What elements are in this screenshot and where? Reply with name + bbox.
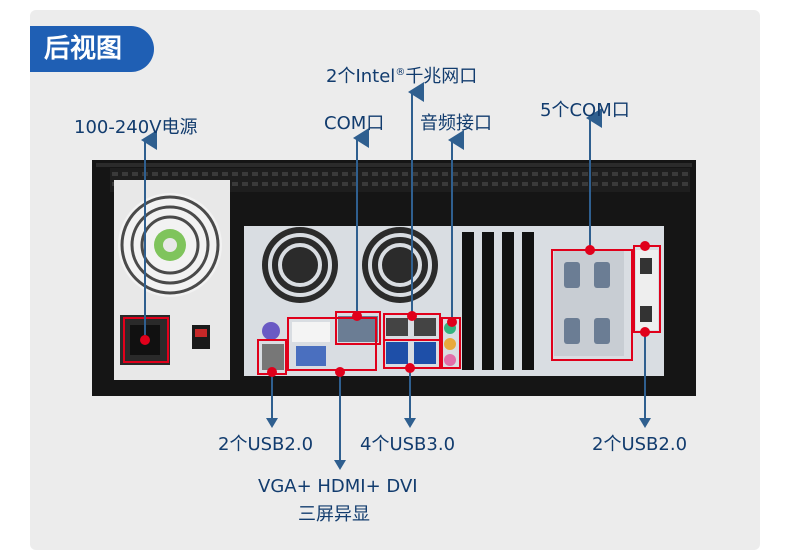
label-usb3: 4个USB3.0 xyxy=(360,434,456,455)
red-markers xyxy=(140,241,650,377)
registered-mark: ® xyxy=(395,67,406,78)
label-usb2-right: 2个USB2.0 xyxy=(592,434,688,455)
label-intel-lan-prefix: 2个Intel xyxy=(326,66,396,87)
label-display-line2: 三屏异显 xyxy=(298,504,370,525)
label-display-line1: VGA+ HDMI+ DVI xyxy=(258,476,418,497)
label-com5: 5个COM口 xyxy=(540,100,630,121)
section-title-tag: 后视图 xyxy=(30,26,154,72)
label-power: 100-240V电源 xyxy=(74,117,198,138)
pointer-lines xyxy=(141,82,646,460)
label-intel-lan: 2个Intel®千兆网口 xyxy=(326,62,477,88)
power-supply xyxy=(114,180,230,380)
label-intel-lan-suffix: 千兆网口 xyxy=(405,66,478,87)
label-com-port: COM口 xyxy=(324,113,385,134)
label-usb2-left: 2个USB2.0 xyxy=(218,434,314,455)
io-panel xyxy=(244,226,664,376)
label-audio: 音频接口 xyxy=(420,113,492,134)
pointer-arrowheads xyxy=(266,418,651,470)
